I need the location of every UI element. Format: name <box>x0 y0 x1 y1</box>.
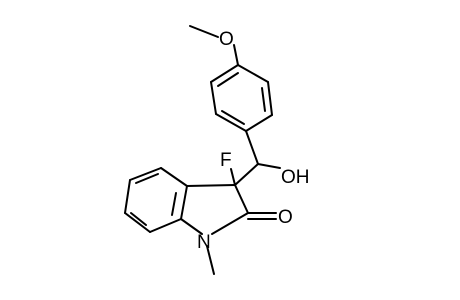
methoxy-oxygen-label: O <box>219 29 234 50</box>
five-ring-bond <box>180 218 203 235</box>
o-aryl-bond <box>233 44 239 66</box>
carbinol-c3-bond <box>234 163 259 186</box>
oxindole-core <box>124 167 277 275</box>
benzo-bond <box>129 167 162 181</box>
aryl-bond <box>210 64 239 83</box>
aryl-bond <box>215 113 247 132</box>
aryl-bond <box>210 81 217 115</box>
carbinol-oh-bond <box>257 163 281 169</box>
aryl-carbinol-bond <box>245 130 259 165</box>
benzo-bond <box>160 167 188 187</box>
c3-fluorine-bond <box>230 168 236 186</box>
benzo-bond <box>124 212 151 233</box>
benzo-double-bond <box>135 173 159 184</box>
benzo-double-bond <box>171 192 177 216</box>
five-ring-bond <box>234 184 249 214</box>
methoxyphenyl-group <box>189 25 273 132</box>
fluorine-label: F <box>220 150 232 171</box>
carbinol-group <box>234 130 281 186</box>
aryl-bond <box>237 64 269 83</box>
aryl-double-bond <box>217 72 239 87</box>
benzo-bond <box>124 179 131 214</box>
methyl-o-bond <box>189 25 219 38</box>
carbonyl-oxygen-label: O <box>278 207 293 228</box>
benzo-double-bond <box>130 212 147 226</box>
hydroxyl-label: OH <box>281 167 310 188</box>
benzo-bond <box>180 185 188 220</box>
aryl-double-bond <box>221 110 245 125</box>
n-methyl-bond <box>206 245 215 275</box>
aryl-bond <box>245 114 273 132</box>
aryl-bond <box>267 81 273 116</box>
aryl-double-bond <box>261 87 266 112</box>
benzo-bond <box>149 218 182 233</box>
five-ring-bond <box>211 212 249 235</box>
five-ring-bond <box>186 184 236 187</box>
nitrogen-label: N <box>197 232 211 253</box>
